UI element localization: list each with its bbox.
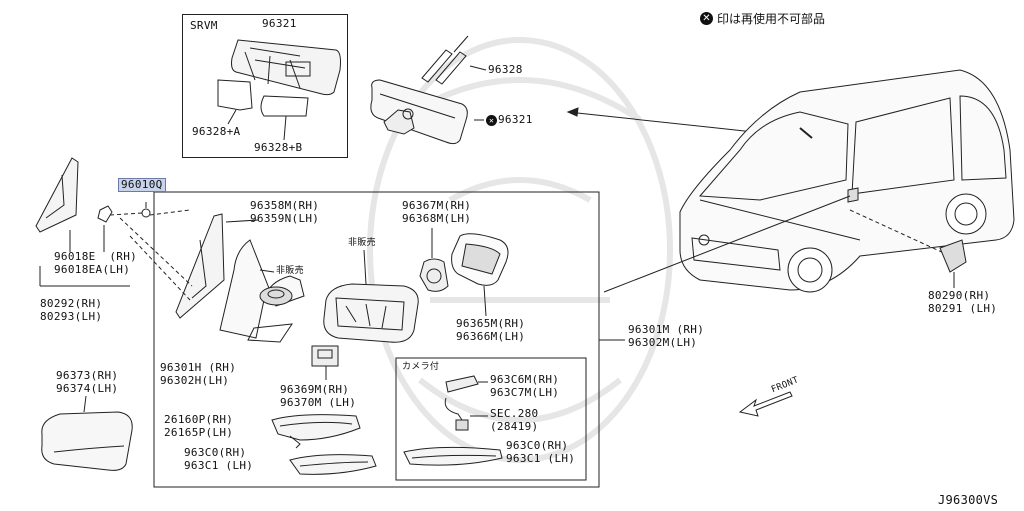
section-ref-280[interactable]: SEC.280 [490, 407, 539, 420]
camera-cover [445, 375, 479, 393]
srvm-pad-a [217, 79, 253, 111]
mirror-glass [451, 233, 509, 286]
mirror-housing [219, 239, 305, 343]
clip-96328 [421, 35, 469, 85]
part-label-96367m[interactable]: 96367M(RH) [402, 199, 472, 212]
part-label-80293[interactable]: 80293(LH) [40, 310, 103, 323]
vehicle-illustration [679, 69, 1015, 293]
srvm-mirror-part [231, 39, 341, 96]
part-label-96369m[interactable]: 96369M(RH) [280, 383, 350, 396]
part-label-96328[interactable]: 96328 [488, 63, 523, 76]
part-label-96359n[interactable]: 96359N(LH) [250, 212, 320, 225]
front-arrow [738, 391, 793, 417]
part-label-96358m[interactable]: 96358M(RH) [250, 199, 320, 212]
legend-note: ✕ 印は再使用不可部品 [700, 10, 825, 27]
part-label-96373[interactable]: 96373(RH) [56, 369, 119, 382]
srvm-box [182, 14, 348, 158]
part-label-96328-b[interactable]: 96328+B [254, 141, 303, 154]
part-label-80292[interactable]: 80292(RH) [40, 297, 103, 310]
camera-equipped-label: カメラ付 [402, 362, 440, 372]
part-label-963c1-b[interactable]: 963C1 (LH) [506, 452, 576, 465]
part-label-96018ea[interactable]: 96018EA(LH) [54, 263, 131, 276]
non-reusable-icon: ✕ [700, 12, 713, 25]
part-label-96321-srvm[interactable]: 96321 [262, 17, 297, 30]
not-for-sale-label-holder: 非販売 [348, 238, 376, 248]
legend-text: 印は再使用不可部品 [717, 12, 826, 26]
part-label-96010q[interactable]: 96010Q [118, 178, 166, 192]
part-number: 96321 [498, 113, 533, 126]
srvm-title: SRVM [190, 19, 218, 32]
pointer-line-2 [603, 195, 851, 293]
section-ref-28419: (28419) [490, 420, 539, 433]
part-label-26160p[interactable]: 26160P(RH) [164, 413, 234, 426]
mirror-base-cover [35, 157, 79, 233]
part-label-963c7m[interactable]: 963C7M(LH) [490, 386, 560, 399]
nut-96010q [141, 208, 151, 218]
right-base-cover [939, 239, 967, 273]
part-label-96374[interactable]: 96374(LH) [56, 382, 119, 395]
watermark-emblem [367, 37, 673, 463]
part-label-963c0-a[interactable]: 963C0(RH) [184, 446, 247, 459]
part-label-963c0-b[interactable]: 963C0(RH) [506, 439, 569, 452]
part-label-963c6m[interactable]: 963C6M(RH) [490, 373, 560, 386]
turn-signal-lamp [271, 414, 361, 449]
mirror-cap [41, 411, 133, 471]
grommet-96018 [97, 205, 113, 223]
part-label-26165p[interactable]: 26165P(LH) [164, 426, 234, 439]
srvm-pad-b [260, 95, 309, 117]
camera-lower-cover [403, 446, 503, 466]
part-label-96301h[interactable]: 96301H (RH) [160, 361, 237, 374]
rear-view-mirror [370, 79, 468, 145]
part-label-963c1-a[interactable]: 963C1 (LH) [184, 459, 254, 472]
part-label-80291[interactable]: 80291 (LH) [928, 302, 998, 315]
mirror-holder [323, 283, 419, 343]
part-label-96370m[interactable]: 96370M (LH) [280, 396, 357, 409]
non-reusable-icon: ✕ [486, 114, 497, 126]
part-label-96302m[interactable]: 96302M(LH) [628, 336, 698, 349]
part-label-96365m[interactable]: 96365M(RH) [456, 317, 526, 330]
part-label-96366m[interactable]: 96366M(LH) [456, 330, 526, 343]
part-label-96302h[interactable]: 96302H(LH) [160, 374, 230, 387]
lower-cover [289, 454, 377, 475]
part-label-96328-a[interactable]: 96328+A [192, 125, 241, 138]
mirror-base [175, 213, 225, 319]
mirror-actuator [419, 258, 449, 292]
puddle-lamp [311, 345, 339, 367]
part-label-96368m[interactable]: 96368M(LH) [402, 212, 472, 225]
diagram-id: J96300VS [938, 493, 999, 507]
camera-unit [444, 397, 469, 431]
part-label-96301m[interactable]: 96301M (RH) [628, 323, 705, 336]
not-for-sale-label-housing: 非販売 [276, 266, 304, 276]
camera-box [395, 357, 587, 481]
part-label-96321[interactable]: ✕96321 [486, 114, 533, 126]
part-label-80290[interactable]: 80290(RH) [928, 289, 991, 302]
part-label-96018e[interactable]: 96018E (RH) [54, 250, 138, 263]
